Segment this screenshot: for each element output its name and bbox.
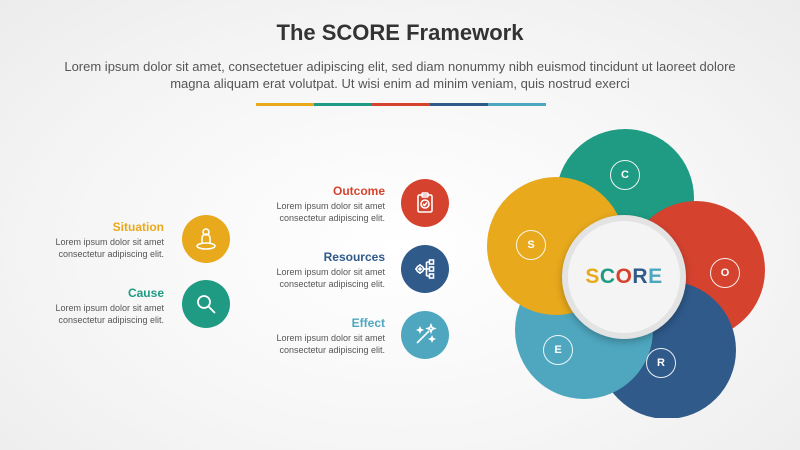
center-letter: S	[585, 265, 600, 288]
petal-letter-s: S	[516, 230, 546, 260]
magnifier-icon	[182, 280, 230, 328]
divider-segment	[314, 103, 372, 106]
item-title: Situation	[112, 220, 164, 234]
center-letter: E	[648, 265, 663, 288]
divider-segment	[256, 103, 314, 106]
item-text: Lorem ipsum dolor sit amet consectetur a…	[276, 333, 385, 355]
item-text: Lorem ipsum dolor sit amet consectetur a…	[55, 237, 164, 259]
item-text: Lorem ipsum dolor sit amet consectetur a…	[55, 303, 164, 325]
score-flower-diagram: C O R E S SCORE	[480, 128, 780, 419]
center-letter: C	[599, 265, 616, 288]
center-letter: O	[615, 265, 633, 288]
page-description: Lorem ipsum dolor sit amet, consectetuer…	[64, 59, 736, 91]
petal-letter-r: R	[646, 348, 676, 378]
divider-segment	[430, 103, 488, 106]
petal-letter-e: E	[543, 335, 573, 365]
center-word: SCORE	[585, 265, 662, 289]
magic-wand-icon	[401, 311, 449, 359]
petal-letter-o: O	[710, 258, 740, 288]
gear-network-icon	[401, 245, 449, 293]
item-text: Lorem ipsum dolor sit amet consectetur a…	[276, 267, 385, 289]
item-text: Lorem ipsum dolor sit amet consectetur a…	[276, 201, 385, 223]
divider-segment	[488, 103, 546, 106]
center-letter: R	[632, 265, 649, 288]
item-title: Resources	[323, 250, 385, 264]
item-title: Outcome	[332, 184, 385, 198]
item-title: Cause	[127, 286, 164, 300]
person-on-target-icon	[182, 215, 230, 263]
clipboard-check-icon	[401, 179, 449, 227]
page-title: The SCORE Framework	[276, 20, 524, 45]
center-circle: SCORE	[562, 215, 686, 339]
divider-segment	[372, 103, 430, 106]
petal-letter-c: C	[610, 160, 640, 190]
item-title: Effect	[351, 316, 385, 330]
